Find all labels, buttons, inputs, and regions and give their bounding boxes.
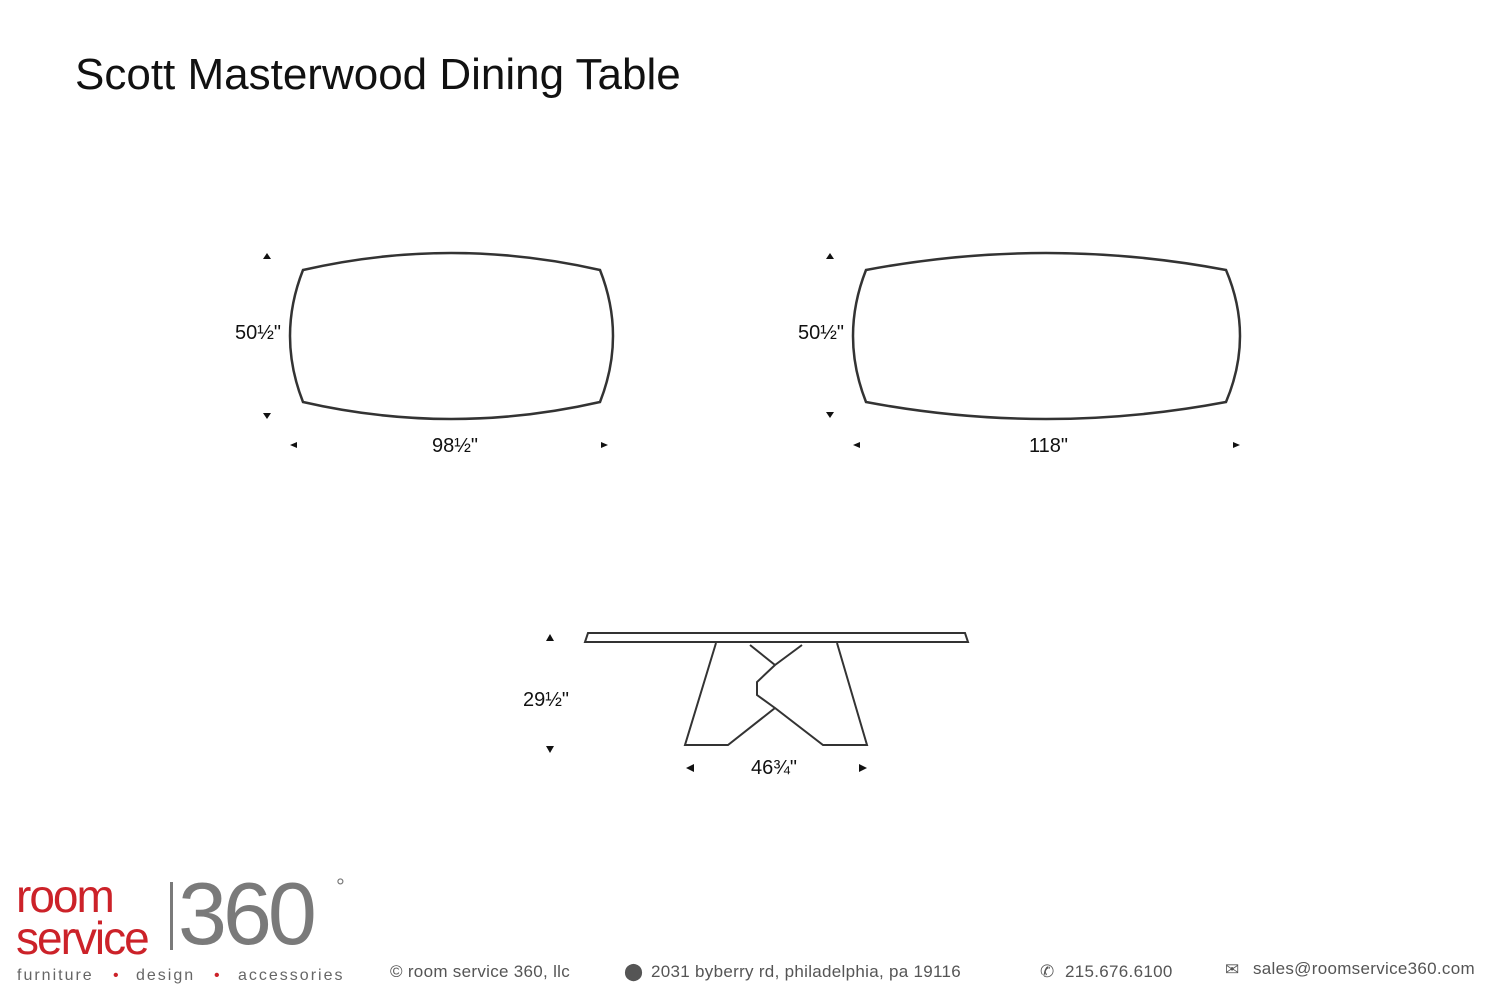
email[interactable]: sales@roomservice360.com [1253, 959, 1475, 978]
tagline-dot: • [214, 967, 222, 984]
top1-depth-label: 50½" [235, 322, 282, 344]
dimension-arrows [263, 253, 1240, 772]
side-height-label: 29½" [523, 689, 570, 711]
address: 2031 byberry rd, philadelphia, pa 19116 [651, 962, 962, 981]
phone[interactable]: 215.676.6100 [1065, 962, 1173, 981]
side-base-width-label: 46¾" [751, 757, 798, 779]
copyright: © room service 360, llc [390, 962, 571, 981]
top2-width-label: 118" [1029, 435, 1068, 457]
tagline-furniture: furniture [17, 967, 94, 984]
logo-room: room [16, 870, 115, 922]
map-pin-icon: ⬤ [624, 962, 644, 981]
logo-360: 360 [178, 864, 317, 963]
envelope-icon: ✉ [1225, 960, 1240, 979]
top2-depth-label: 50½" [798, 322, 845, 344]
tagline-dot: • [113, 967, 121, 984]
table-top-view-small [288, 251, 615, 421]
page-title: Scott Masterwood Dining Table [75, 50, 681, 99]
logo-service: service [16, 912, 150, 964]
table-top-view-large [851, 251, 1242, 421]
table-side-base [683, 642, 869, 746]
tagline-design: design [136, 967, 196, 984]
table-side-top [583, 632, 970, 643]
logo-divider [170, 882, 173, 950]
top1-width-label: 98½" [432, 435, 479, 457]
tagline-accessories: accessories [238, 967, 345, 984]
logo-degree: ° [336, 874, 345, 899]
phone-icon: ✆ [1040, 962, 1055, 981]
